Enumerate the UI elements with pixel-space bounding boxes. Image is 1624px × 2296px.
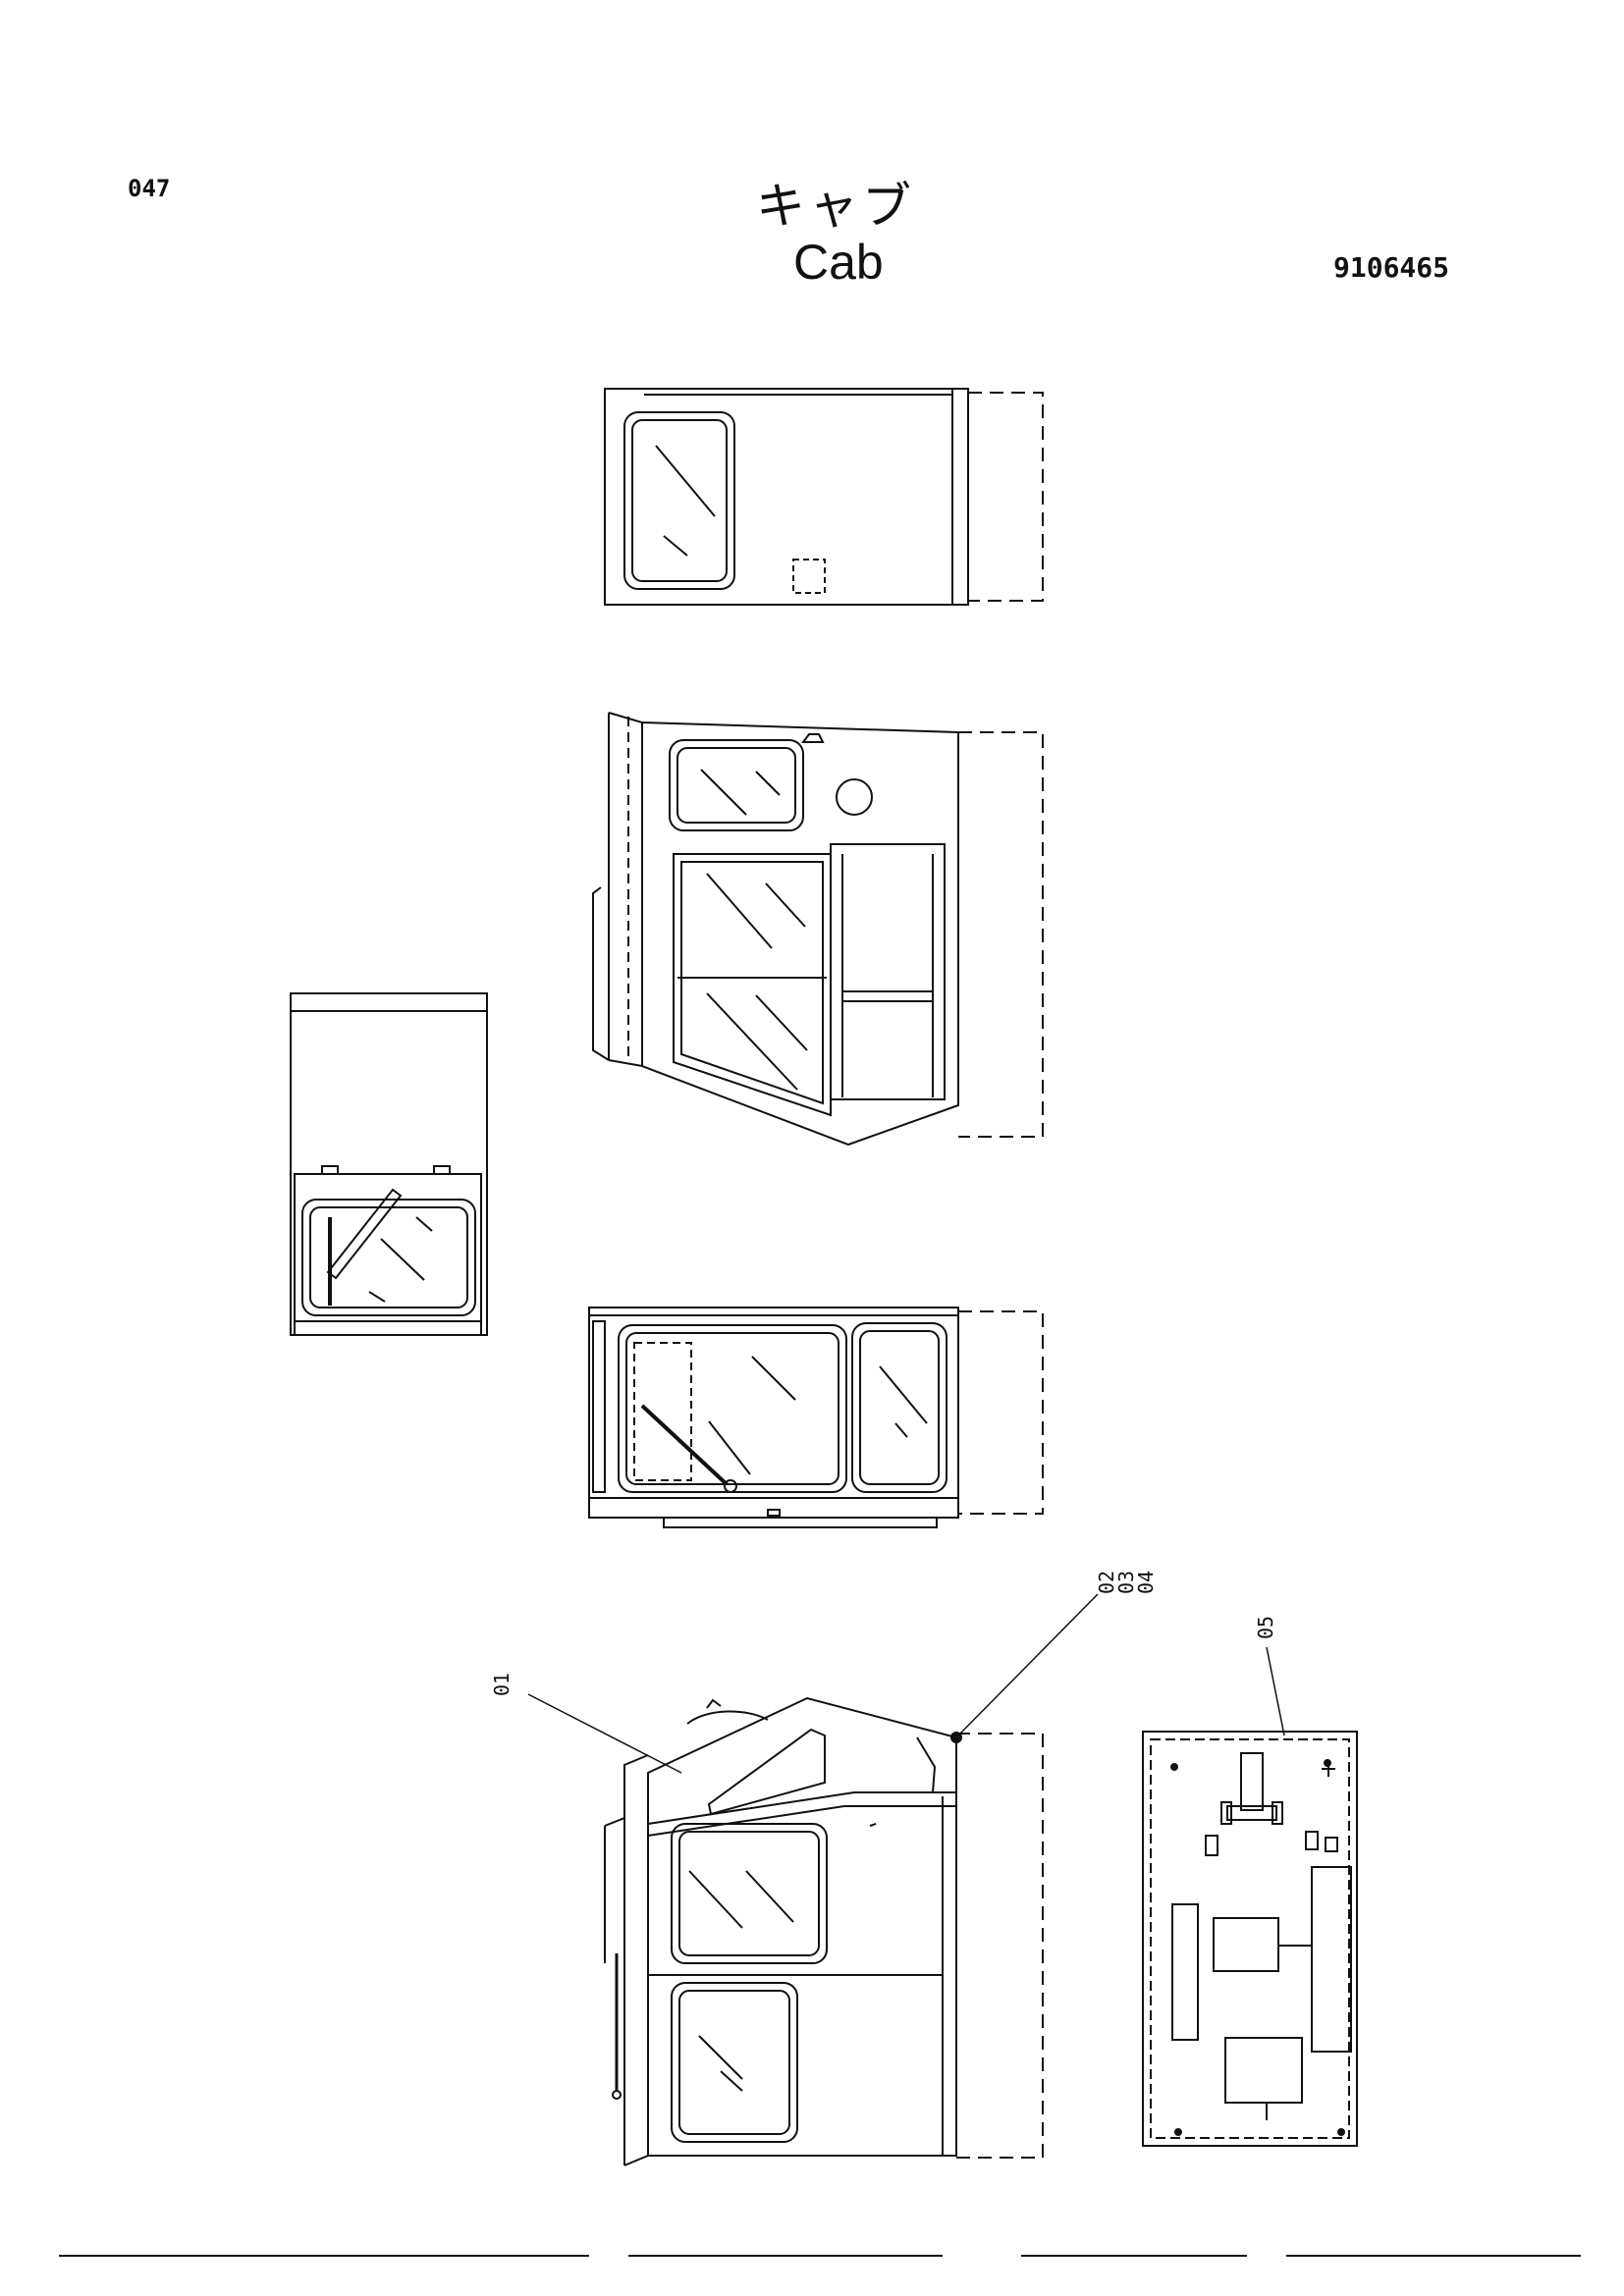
leader-02-04 — [955, 1593, 1099, 1738]
top-window — [623, 411, 735, 590]
document-number: 9106465 — [1333, 251, 1450, 284]
iso-lower-window — [671, 1982, 798, 2143]
cab-isometric-view — [604, 1696, 1044, 2166]
top-view-hidden-outline — [968, 392, 1044, 602]
cab-top-view — [604, 388, 1044, 606]
side-door-glass — [673, 853, 832, 1117]
leader-01 — [527, 1693, 682, 1774]
front-main-window — [618, 1324, 847, 1493]
leader-05 — [1266, 1646, 1285, 1736]
side-rear-frame — [830, 843, 946, 1100]
front-view-hidden-outline — [958, 1310, 1044, 1515]
page-title-english: Cab — [793, 235, 884, 290]
roof-hatch-window — [707, 1728, 826, 1816]
front-windshield — [301, 1199, 476, 1316]
cab-front-elevation — [588, 1307, 1044, 1528]
iso-hidden-outline — [956, 1733, 1044, 2159]
callout-01: 01 — [490, 1673, 514, 1696]
iso-upper-window — [671, 1823, 828, 1964]
side-round-port — [836, 778, 873, 816]
callout-05: 05 — [1254, 1616, 1277, 1639]
cab-left-side-view — [592, 712, 1044, 1147]
front-side-window — [851, 1322, 947, 1493]
leader-lines — [527, 1593, 1285, 1774]
front-wiper — [326, 1188, 403, 1280]
callout-02: 02 — [1095, 1571, 1118, 1594]
callout-04: 04 — [1134, 1571, 1158, 1594]
hatch-outline — [792, 559, 826, 594]
cab-front-view — [290, 992, 488, 1336]
side-upper-window — [669, 739, 804, 831]
page-number: 047 — [128, 175, 171, 202]
callout-03: 03 — [1114, 1571, 1138, 1594]
cab-floor-plate — [1142, 1731, 1358, 2147]
page-title-japanese: キャブ — [756, 178, 915, 235]
side-view-hidden-outline — [958, 731, 1044, 1138]
